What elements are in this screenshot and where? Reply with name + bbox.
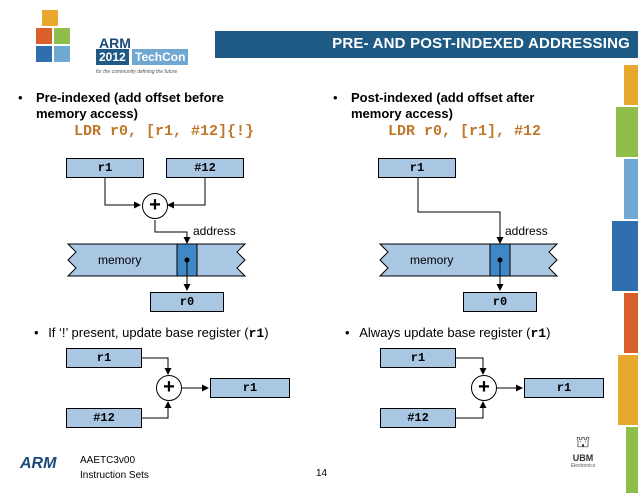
post-memory-label: memory	[410, 253, 454, 267]
pre-indexed-line1: Pre-indexed (add offset before	[36, 90, 224, 105]
pre-indexed-bullet: • Pre-indexed (add offset before memory …	[18, 90, 308, 124]
post-indexed-bullet: • Post-indexed (add offset after memory …	[333, 90, 623, 124]
techcon-logo: ARM 2012 TechCon for the community defin…	[34, 6, 214, 76]
bullet-dot: •	[18, 90, 23, 105]
ubm-text: UBM	[572, 453, 594, 463]
pre-indexed-line2: memory access)	[36, 106, 138, 121]
post-indexed-line1: Post-indexed (add offset after	[351, 90, 535, 105]
logo-brand: ARM	[99, 35, 131, 51]
footer-course: AAETC3v00	[80, 455, 136, 466]
wb-adder-plus: +	[156, 375, 182, 401]
page-number: 14	[316, 468, 328, 479]
title-bar: PRE- AND POST-INDEXED ADDRESSING	[215, 31, 638, 58]
adder-plus: +	[142, 193, 168, 219]
post-wb-reg-r1-box: r1	[380, 348, 456, 368]
post-indexed-code: LDR r0, [r1], #12	[388, 123, 542, 140]
techcon-cubes-icon	[36, 10, 70, 62]
post-writeback-reg: r1	[530, 326, 547, 341]
footer-subject: Instruction Sets	[80, 470, 149, 481]
bullet-dot: •	[333, 90, 338, 105]
writeback-text: If ‘!’ present, update base register (	[48, 325, 249, 340]
wb-result-box: r1	[210, 378, 290, 398]
memory-strip-right	[378, 243, 559, 277]
post-indexed-line2: memory access)	[351, 106, 453, 121]
logo-event: TechCon	[132, 49, 189, 65]
memory-strip-left	[66, 243, 247, 277]
post-wb-adder-plus: +	[471, 375, 497, 401]
slide-title: PRE- AND POST-INDEXED ADDRESSING	[332, 35, 630, 52]
corner-decoration	[612, 65, 638, 493]
post-writeback-text: Always update base register (	[359, 325, 531, 340]
memory-label: memory	[98, 253, 142, 267]
wb-reg-r1-box: r1	[66, 348, 142, 368]
reg-offset-box: #12	[166, 158, 244, 178]
logo-tagline: for the community defining the future	[96, 69, 178, 75]
bullet-dot: •	[34, 325, 39, 340]
ubm-logo: ⛫ UBM Electronics	[566, 433, 600, 469]
address-label: address	[193, 224, 236, 238]
post-reg-r1-box: r1	[378, 158, 456, 178]
bullet-dot: •	[345, 325, 350, 340]
wb-reg-offset-box: #12	[66, 408, 142, 428]
writeback-close: )	[264, 325, 269, 340]
logo-year: 2012	[96, 49, 129, 65]
pre-indexed-code: LDR r0, [r1, #12]{!}	[74, 123, 255, 140]
post-reg-r0-box: r0	[463, 292, 537, 312]
ubm-subtext: Electronics	[570, 463, 596, 469]
post-writeback-close: )	[546, 325, 551, 340]
post-wb-reg-offset-box: #12	[380, 408, 456, 428]
reg-r0-box: r0	[150, 292, 224, 312]
post-indexed-writeback-bullet: • Always update base register (r1)	[345, 325, 625, 341]
reg-r1-box: r1	[66, 158, 144, 178]
footer-arm-logo: ARM	[20, 455, 57, 472]
ubm-mark-icon: ⛫	[575, 434, 591, 451]
pre-indexed-writeback-bullet: • If ‘!’ present, update base register (…	[34, 325, 324, 341]
writeback-reg: r1	[248, 326, 265, 341]
post-address-label: address	[505, 224, 548, 238]
post-wb-result-box: r1	[524, 378, 604, 398]
